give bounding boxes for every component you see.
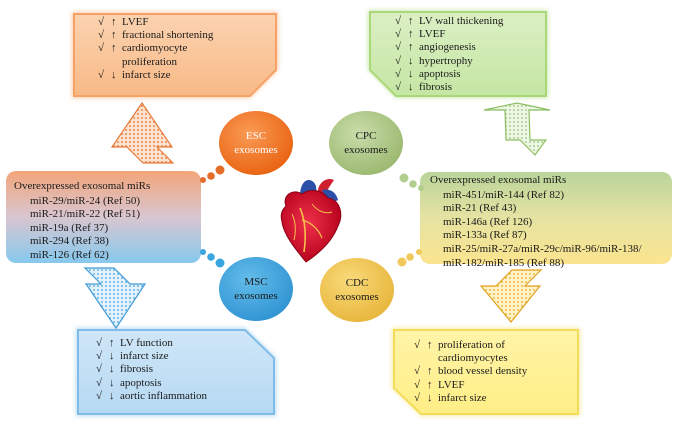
esc-exosome-label: ESC exosomes: [220, 111, 292, 175]
msc-down-arrow: [83, 267, 147, 330]
cpc-suffix: exosomes: [344, 144, 388, 156]
esc-suffix: exosomes: [234, 144, 278, 156]
left-mir-box: [6, 171, 201, 263]
cdc-effects: √↑proliferation of cardiomyocytes √↑bloo…: [414, 339, 564, 405]
esc-exosome-oval: [219, 111, 293, 175]
msc-name: MSC: [244, 276, 268, 288]
effect-item: √↓infarct size: [96, 350, 169, 363]
cpc-name: CPC: [355, 130, 377, 142]
cpc-exosome-label: CPC exosomes: [330, 111, 402, 175]
effect-item: √↓fibrosis: [96, 363, 153, 376]
mir-item: miR-146a (Ref 126): [443, 215, 533, 228]
cpc-up-arrow: [483, 102, 551, 156]
msc-effects: √↑LV function √↓infarct size √↓fibrosis …: [96, 337, 256, 403]
mir-item: miR-126 (Ref 62): [30, 248, 109, 261]
cdc-outcome-box: [392, 328, 580, 416]
effect-item: √↓hypertrophy: [395, 54, 473, 67]
mir-item: miR-21/miR-22 (Ref 51): [30, 208, 140, 221]
cdc-connector-dots: [397, 249, 422, 267]
mir-item: miR-294 (Ref 38): [30, 235, 109, 248]
effect-item: √↑LV function: [96, 337, 173, 349]
right-mir-box: [420, 172, 672, 264]
cpc-connector-dots: [399, 173, 424, 191]
msc-outcome-box: [76, 328, 276, 416]
esc-up-arrow: [110, 101, 175, 164]
msc-suffix: exosomes: [234, 290, 278, 302]
msc-exosome-label: MSC exosomes: [220, 257, 292, 321]
msc-exosome-oval: [219, 257, 293, 321]
heart-icon: [280, 178, 342, 263]
effect-item: √↑LVEF: [414, 378, 465, 391]
right-mir-header: Overexpressed exosomal miRs: [430, 174, 567, 186]
effect-item: √↓infarct size: [414, 391, 487, 404]
mir-item: miR-19a (Ref 37): [30, 221, 109, 234]
effect-item: √↓aortic inflammation: [96, 389, 208, 402]
effect-item: √↑LV wall thickening: [395, 15, 504, 27]
esc-connector-dots: [200, 165, 225, 183]
cdc-exosome-oval: [320, 258, 394, 322]
cpc-outcome-box: [368, 10, 548, 98]
msc-connector-dots: [200, 249, 225, 268]
effect-item: √↑proliferation of cardiomyocytes: [414, 339, 508, 365]
esc-effects: √↑LVEF √↑fractional shortening √↑cardiom…: [98, 16, 258, 82]
effect-item: √↑blood vessel density: [414, 365, 528, 378]
cdc-down-arrow: [479, 269, 543, 323]
mir-item: miR-21 (Ref 43): [443, 202, 517, 215]
mir-item: miR-451/miR-144 (Ref 82): [443, 188, 564, 201]
mir-item: miR-29/miR-24 (Ref 50): [30, 194, 140, 207]
esc-outcome-box: [72, 12, 278, 98]
effect-item: √↑LVEF: [395, 28, 446, 41]
effect-item: √↓fibrosis: [395, 81, 452, 94]
effect-item: √↓infarct size: [98, 68, 171, 81]
cdc-name: CDC: [345, 277, 369, 289]
mir-item: miR-25/miR-27a/miR-29c/miR-96/miR-138/ m…: [443, 242, 642, 269]
cdc-exosome-label: CDC exosomes: [321, 258, 393, 322]
effect-item: √↓apoptosis: [395, 67, 461, 80]
effect-item: √↑angiogenesis: [395, 41, 476, 54]
right-mir-list: Overexpressed exosomal miRs miR-451/miR-…: [430, 174, 666, 270]
cpc-effects: √↑LV wall thickening √↑LVEF √↑angiogenes…: [395, 15, 545, 94]
left-mir-list: Overexpressed exosomal miRs miR-29/miR-2…: [14, 180, 199, 263]
effect-item: √↑cardiomyocyte proliferation: [98, 42, 188, 68]
effect-item: √↓apoptosis: [96, 376, 162, 389]
esc-name: ESC: [245, 130, 267, 142]
left-mir-header: Overexpressed exosomal miRs: [14, 180, 151, 192]
effect-item: √↑fractional shortening: [98, 29, 214, 42]
mir-item: miR-133a (Ref 87): [443, 229, 527, 242]
cpc-exosome-oval: [329, 111, 403, 175]
cdc-suffix: exosomes: [335, 291, 379, 303]
effect-item: √↑LVEF: [98, 16, 149, 28]
